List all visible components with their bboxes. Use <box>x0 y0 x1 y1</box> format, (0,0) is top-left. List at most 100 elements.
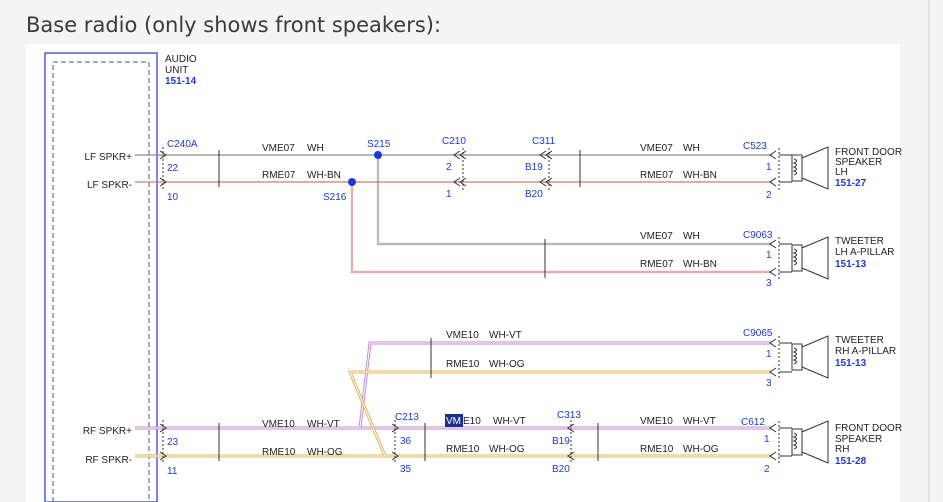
wire-label-rme10-a: RME10 <box>446 359 480 370</box>
pin-22: 22 <box>167 163 179 174</box>
wire-color-wh-b: WH <box>683 143 700 154</box>
wire-label-rme10-d: RME10 <box>640 444 674 455</box>
connector-c9065: C9065 <box>743 328 773 339</box>
wire-color-wh-bn-c: WH-BN <box>683 259 717 270</box>
pin-36: 36 <box>400 436 412 447</box>
audio-unit-label-2: UNIT <box>165 65 188 76</box>
device-tweeter-rh-line2: RH A-PILLAR <box>835 346 896 357</box>
device-front-rh-ref: 151-28 <box>835 456 867 467</box>
pin-10: 10 <box>167 192 179 203</box>
wire-label-e10: E10 <box>463 416 481 427</box>
pin-1-c612: 1 <box>764 434 770 445</box>
wire-color-wh-og-c: WH-OG <box>489 444 525 455</box>
device-front-lh-ref: 151-27 <box>835 178 867 189</box>
device-front-lh-line2: SPEAKER <box>835 157 882 168</box>
device-front-rh-line3: RH <box>835 444 849 455</box>
pin-1-c9063: 1 <box>766 250 772 261</box>
connector-c240a: C240A <box>167 139 198 150</box>
splice-s216 <box>348 178 356 186</box>
wire-rf-minus <box>135 370 772 458</box>
wire-label-rme07-c: RME07 <box>640 259 674 270</box>
pin-2-c523: 2 <box>766 190 772 201</box>
wire-rf-plus <box>135 341 772 430</box>
selection-highlight <box>445 414 463 427</box>
audio-unit-ref: 151-14 <box>165 76 197 87</box>
inline-connectors <box>391 148 575 464</box>
wire-color-wh-vt-b: WH-VT <box>307 419 340 430</box>
pin-b19-c311: B19 <box>525 162 543 173</box>
wire-label-rme10-b: RME10 <box>262 447 296 458</box>
wire-lf-minus <box>135 181 772 274</box>
wire-color-wh-vt-c: WH-VT <box>493 416 526 427</box>
audio-unit-label-1: AUDIO <box>165 54 197 65</box>
device-front-rh-line1: FRONT DOOR <box>835 423 902 434</box>
wire-label-vme10-d: VME10 <box>640 416 673 427</box>
connector-s216: S216 <box>323 192 347 203</box>
wire-label-vme10-b: VME10 <box>262 419 295 430</box>
wire-lf-plus <box>135 154 772 246</box>
wire-label-rme07-a: RME07 <box>262 170 296 181</box>
wire-color-wh-og-a: WH-OG <box>489 359 525 370</box>
wire-color-wh-bn-b: WH-BN <box>683 170 717 181</box>
wire-color-wh-og-b: WH-OG <box>307 447 343 458</box>
pin-lf-spkr-minus: LF SPKR- <box>87 180 132 191</box>
pin-b20-c313: B20 <box>552 464 570 475</box>
device-front-lh-line1: FRONT DOOR <box>835 147 902 158</box>
pin-rf-spkr-plus: RF SPKR+ <box>83 426 132 437</box>
pin-1-c210: 1 <box>446 189 452 200</box>
pin-1-c9065: 1 <box>766 349 772 360</box>
twisted-pair-markers <box>218 150 599 461</box>
device-tweeter-rh-line1: TWEETER <box>835 335 884 346</box>
diagram-caption: Base radio (only shows front speakers): <box>26 13 442 37</box>
c240a-pins <box>159 147 167 464</box>
pin-3-c9063: 3 <box>766 278 772 289</box>
pin-35: 35 <box>400 464 412 475</box>
device-tweeter-lh-line2: LH A-PILLAR <box>835 247 894 258</box>
speaker-connectors <box>769 148 792 463</box>
pin-lf-spkr-plus: LF SPKR+ <box>84 152 132 163</box>
wire-label-rme10-c: RME10 <box>446 444 480 455</box>
tweeter-rh-icon <box>791 335 829 379</box>
connector-c523: C523 <box>743 141 767 152</box>
device-front-lh-line3: LH <box>835 167 848 178</box>
audio-unit-box <box>44 52 158 502</box>
wire-color-wh-vt-d: WH-VT <box>683 416 716 427</box>
pin-1-c523: 1 <box>766 162 772 173</box>
pin-rf-spkr-minus: RF SPKR- <box>85 455 132 466</box>
wire-color-wh-c: WH <box>683 231 700 242</box>
pin-b19-c313: B19 <box>552 436 570 447</box>
wire-color-wh-bn-a: WH-BN <box>307 170 341 181</box>
device-tweeter-lh-line1: TWEETER <box>835 236 884 247</box>
front-door-speaker-rh-icon <box>791 420 829 464</box>
connector-c612: C612 <box>741 417 765 428</box>
pin-11: 11 <box>167 466 178 477</box>
pin-23: 23 <box>167 437 179 448</box>
page-scroll-edge <box>928 0 930 502</box>
wire-label-vme07-c: VME07 <box>640 231 673 242</box>
connector-c311: C311 <box>532 136 556 147</box>
wire-label-vme07-a: VME07 <box>262 143 295 154</box>
tweeter-lh-icon <box>791 236 829 280</box>
pin-2-c210: 2 <box>446 162 452 173</box>
pin-2-c612: 2 <box>764 464 770 475</box>
connector-c210: C210 <box>442 136 466 147</box>
device-front-rh-line2: SPEAKER <box>835 434 882 445</box>
wire-color-wh-og-d: WH-OG <box>683 444 719 455</box>
front-door-speaker-lh-icon <box>791 146 829 190</box>
wire-label-rme07-b: RME07 <box>640 170 674 181</box>
wire-color-wh-a: WH <box>307 143 324 154</box>
wire-color-wh-vt-a: WH-VT <box>489 330 522 341</box>
wire-label-vm-highlighted: VM <box>446 416 461 427</box>
connector-c213: C213 <box>395 412 419 423</box>
wire-label-vme10-a: VME10 <box>446 330 479 341</box>
splice-s215 <box>374 151 382 159</box>
pin-b20-c311: B20 <box>525 189 543 200</box>
pin-3-c9065: 3 <box>766 378 772 389</box>
device-tweeter-lh-ref: 151-13 <box>835 259 867 270</box>
device-tweeter-rh-ref: 151-13 <box>835 358 867 369</box>
connector-c313: C313 <box>557 410 581 421</box>
wire-label-vme07-b: VME07 <box>640 143 673 154</box>
connector-c9063: C9063 <box>743 230 773 241</box>
connector-s215: S215 <box>367 139 391 150</box>
